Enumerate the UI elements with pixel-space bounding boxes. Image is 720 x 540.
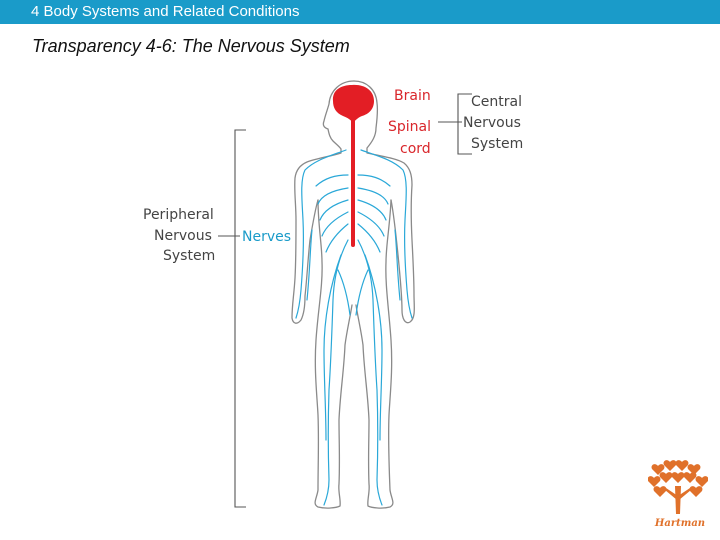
cns-label-line1: Central bbox=[471, 94, 522, 110]
brain-label: Brain bbox=[394, 88, 431, 104]
cns-label-line2: Nervous bbox=[463, 115, 521, 131]
pns-label-line1: Peripheral bbox=[143, 207, 214, 223]
peripheral-nerves bbox=[295, 149, 413, 506]
tree-of-hearts-icon bbox=[648, 460, 708, 514]
brain-shape bbox=[332, 84, 374, 123]
header-bar: 4 Body Systems and Related Conditions bbox=[0, 0, 720, 24]
pns-label-line3: System bbox=[163, 248, 215, 264]
slide-title: Transparency 4-6: The Nervous System bbox=[32, 36, 350, 56]
label-brackets bbox=[218, 93, 472, 508]
pns-label-line2: Nervous bbox=[154, 228, 212, 244]
cns-label-line3: System bbox=[471, 136, 523, 152]
hartman-logo-text: Hartman bbox=[654, 518, 706, 529]
header-title: 4 Body Systems and Related Conditions bbox=[31, 3, 300, 20]
spinal-cord-label-line1: Spinal bbox=[388, 119, 431, 135]
spinal-cord-label-line2: cord bbox=[400, 141, 431, 157]
nerves-label: Nerves bbox=[242, 229, 291, 245]
body-outline bbox=[291, 80, 415, 509]
